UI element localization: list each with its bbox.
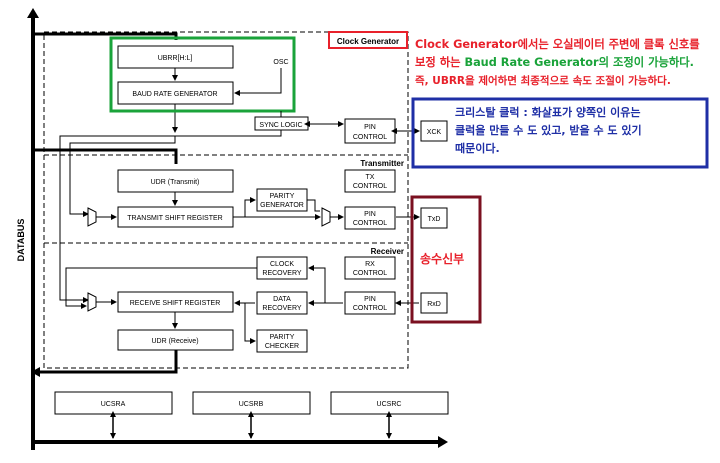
osc-label: OSC xyxy=(273,59,288,66)
xck-label: XCK xyxy=(427,129,442,136)
clock-note-lead: Clock Generator xyxy=(415,38,518,51)
bottom-bus-arrow xyxy=(438,436,448,448)
clock-recovery-line1: CLOCK xyxy=(270,261,294,268)
clock-note-line3: 즉, UBRR을 제어하면 최종적으로 속도 조절이 가능하다. xyxy=(415,75,671,87)
ucsrb-label: UCSRB xyxy=(239,401,264,408)
tx-control-line2: CONTROL xyxy=(353,183,387,190)
pin-note: 송수신부 xyxy=(420,252,465,266)
clock-highlight-box xyxy=(109,36,296,113)
bus-to-udr-tx xyxy=(33,148,178,164)
baud-rate-generator-label: BAUD RATE GENERATOR xyxy=(132,91,217,98)
rx-control-line1: RX xyxy=(365,261,375,268)
xck-note-line2: 클럭을 만들 수 도 있고, 받을 수 도 있기 xyxy=(455,124,642,137)
txd-label: TxD xyxy=(428,216,441,223)
xck-note-line1: 크리스탈 클럭 : 화살표가 양쪽인 이유는 xyxy=(455,106,641,119)
pin-control-xck-line1: PIN xyxy=(364,124,376,131)
parity-checker-line2: CHECKER xyxy=(265,343,299,350)
xck-note-box xyxy=(411,97,709,169)
transmit-shift-register-label: TRANSMIT SHIFT REGISTER xyxy=(127,215,222,222)
udr-transmit-label: UDR (Transmit) xyxy=(151,179,200,186)
bus-from-udr-rx xyxy=(33,340,178,374)
udr-receive-block xyxy=(117,329,234,351)
clock-generator-label: Clock Generator xyxy=(337,37,399,46)
rx-control-block xyxy=(344,256,396,280)
tx-control-line1: TX xyxy=(366,174,375,181)
data-recovery-line2: RECOVERY xyxy=(262,305,301,312)
txd-pin xyxy=(420,207,448,229)
pin-control-txd-line1: PIN xyxy=(364,211,376,218)
ubrr-label: UBRR[H:L] xyxy=(158,55,193,62)
clock-note-line2c: 의 조정이 가능하다. xyxy=(598,56,694,69)
transmitter-label: Transmitter xyxy=(360,159,404,168)
parity-generator-line1: PARITY xyxy=(270,193,295,200)
pin-control-rxd-line2: CONTROL xyxy=(353,305,387,312)
data-recovery-block xyxy=(256,291,308,315)
receiver-label: Receiver xyxy=(371,247,404,256)
rx-control-line2: CONTROL xyxy=(353,270,387,277)
parity-checker-block xyxy=(256,329,308,353)
clock-generator-note: Clock Generator에서는 오실레이터 주변에 클록 신호를 보정 하… xyxy=(415,36,715,90)
clock-note-line2b: Baud Rate Generator xyxy=(464,56,599,69)
xck-pin xyxy=(420,120,448,142)
pin-highlight-box xyxy=(410,195,482,324)
tx-clock-mux xyxy=(87,207,97,227)
databus-label: DATABUS xyxy=(16,219,26,262)
pin-control-rxd-line1: PIN xyxy=(364,296,376,303)
rxd-pin xyxy=(420,292,448,314)
rxd-label: RxD xyxy=(427,301,441,308)
parity-checker-line1: PARITY xyxy=(270,334,295,341)
databus-arrow-top xyxy=(27,8,39,18)
receive-shift-register-label: RECEIVE SHIFT REGISTER xyxy=(130,300,221,307)
tx-output-mux xyxy=(321,207,331,227)
pin-control-txd-line2: CONTROL xyxy=(353,220,387,227)
pin-control-xck-block xyxy=(344,118,396,144)
bus-rx-arrow xyxy=(31,367,40,377)
usart-frame xyxy=(43,31,409,369)
pin-control-txd-block xyxy=(344,206,396,230)
tx-control-block xyxy=(344,169,396,193)
ucsrc-label: UCSRC xyxy=(377,401,402,408)
clock-note-line1: 에서는 오실레이터 주변에 클록 신호를 xyxy=(517,38,700,51)
xck-note-line3: 때문이다. xyxy=(455,142,500,155)
clock-recovery-line2: RECOVERY xyxy=(262,270,301,277)
clock-generator-label-box xyxy=(328,31,408,49)
ucsra-label: UCSRA xyxy=(101,401,126,408)
pin-control-xck-line2: CONTROL xyxy=(353,134,387,141)
parity-generator-line2: GENERATOR xyxy=(260,202,304,209)
xck-note: 크리스탈 클럭 : 화살표가 양쪽인 이유는 클럭을 만들 수 도 있고, 받을… xyxy=(455,104,705,158)
rx-clock-mux xyxy=(87,292,97,312)
clock-note-line2a: 보정 하는 xyxy=(415,56,465,69)
udr-receive-label: UDR (Receive) xyxy=(151,338,198,345)
data-recovery-line1: DATA xyxy=(273,296,291,303)
sync-logic-label: SYNC LOGIC xyxy=(259,122,302,129)
